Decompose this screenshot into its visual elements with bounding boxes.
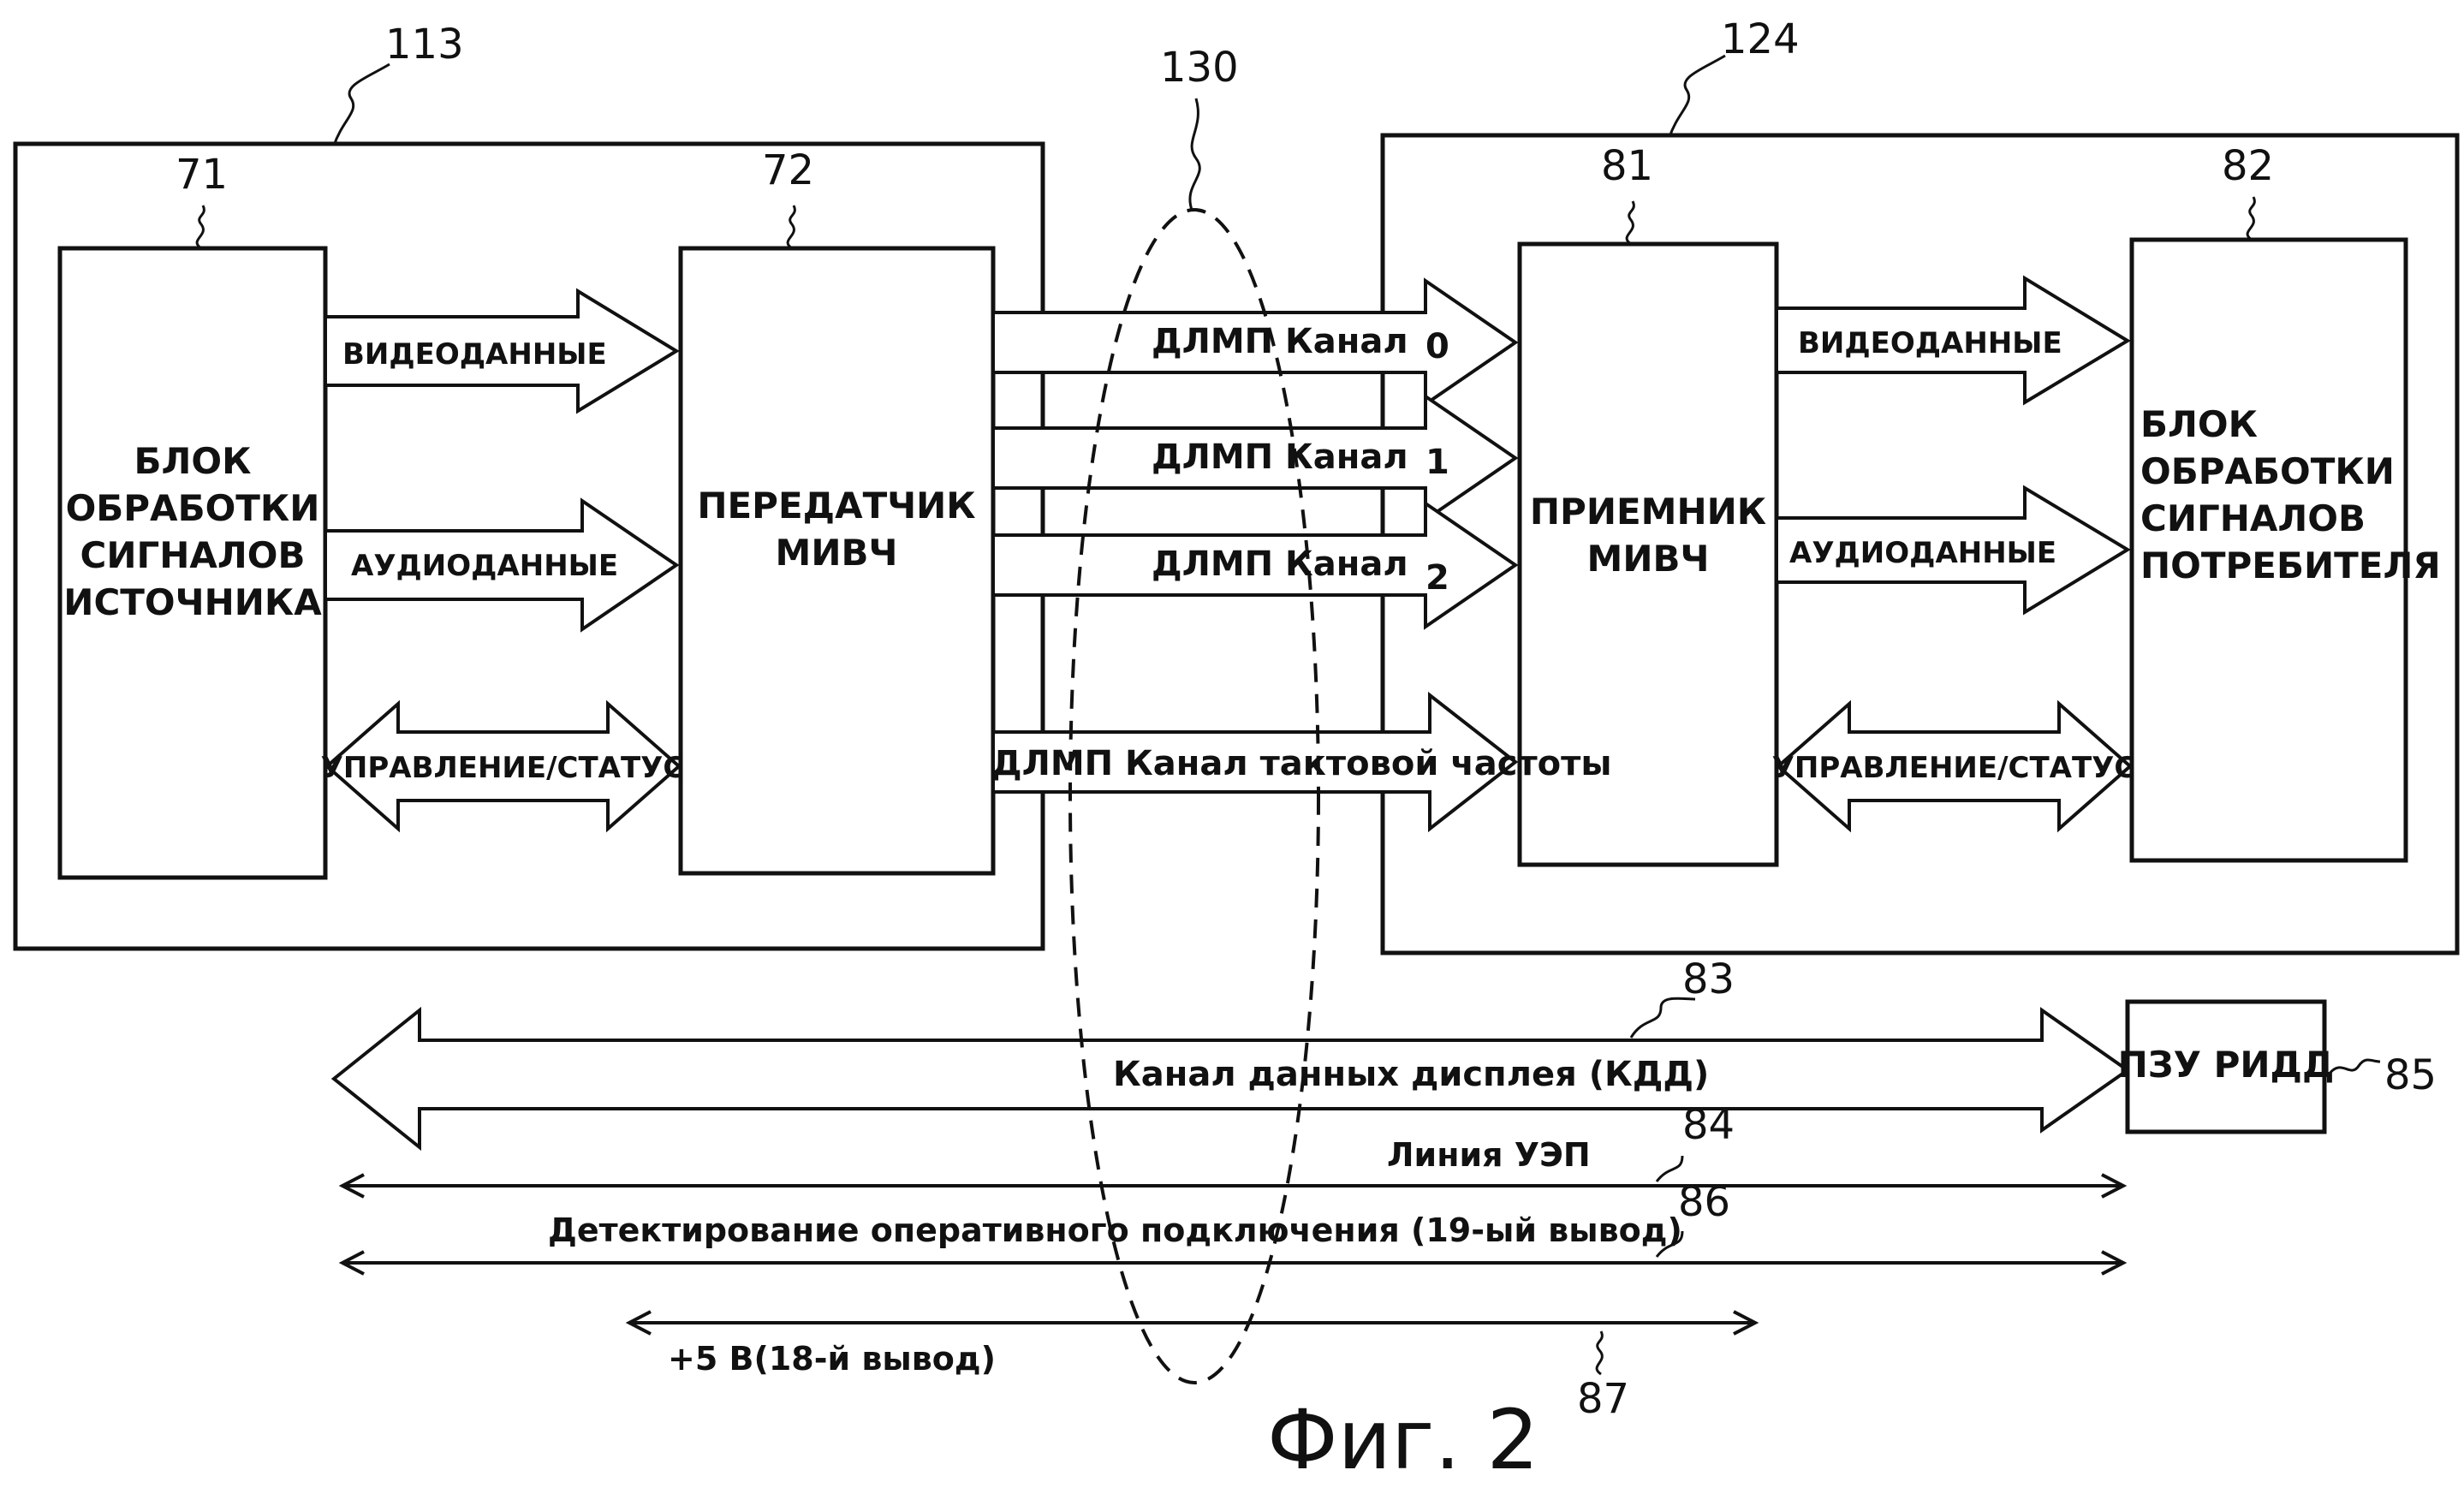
leader-85 bbox=[2327, 1058, 2381, 1075]
leader-83 bbox=[1629, 997, 1696, 1039]
cec-label: Линия УЭП bbox=[1387, 1136, 1591, 1174]
tmds-channel-2-label: ДЛМП Канал bbox=[1152, 545, 1408, 584]
sink-control-arrow bbox=[1775, 699, 2134, 833]
source-block-line-4: ИСТОЧНИКА bbox=[63, 581, 322, 623]
tmds-channel-1-label: ДЛМП Канал bbox=[1152, 437, 1408, 477]
source-control-arrow bbox=[324, 699, 682, 833]
source-block-line-2: ОБРАБОТКИ bbox=[66, 487, 320, 529]
tmds-clock-channel-label: ДЛМП Канал тактовой частоты bbox=[991, 744, 1612, 783]
leader-71 bbox=[195, 205, 205, 250]
source-audio-arrow bbox=[324, 497, 680, 633]
ref-cec: 84 bbox=[1682, 1101, 1735, 1149]
tmds-channel-0-label: ДЛМП Канал bbox=[1152, 322, 1408, 361]
receiver-line-1: ПРИЕМНИК bbox=[1530, 491, 1766, 533]
tmds-channel-2-num: 2 bbox=[1425, 558, 1449, 598]
ref-receiver: 81 bbox=[1601, 142, 1653, 190]
sink-processing-block bbox=[2129, 237, 2408, 863]
source-processing-block bbox=[57, 246, 328, 880]
edid-rom-label: ПЗУ РИДД bbox=[2118, 1044, 2335, 1086]
ddc-bus-label: Канал данных дисплея (КДД) bbox=[1113, 1055, 1709, 1094]
leader-82 bbox=[2246, 196, 2256, 241]
tmds-channel-0-arrow bbox=[991, 277, 1519, 408]
ref-transmitter: 72 bbox=[762, 146, 814, 194]
sink-block-line-4: ПОТРЕБИТЕЛЯ bbox=[2140, 545, 2441, 586]
power-right-head bbox=[1733, 1310, 1759, 1336]
ref-ddc: 83 bbox=[1682, 955, 1735, 1003]
sink-control-label: УПРАВЛЕНИЕ/СТАТУС bbox=[1772, 751, 2136, 785]
cec-right-head bbox=[2101, 1173, 2128, 1199]
ref-sink-device: 124 bbox=[1721, 15, 1800, 63]
sink-video-label: ВИДЕОДАННЫЕ bbox=[1798, 326, 2062, 360]
hpd-right-head bbox=[2101, 1250, 2128, 1276]
power-left-head bbox=[625, 1310, 652, 1336]
sink-video-arrow bbox=[1775, 275, 2131, 406]
receiver-block bbox=[1517, 241, 1779, 867]
sink-block-line-3: СИГНАЛОВ bbox=[2140, 497, 2366, 539]
receiver-line-2: МИВЧ bbox=[1587, 538, 1710, 580]
transmitter-line-2: МИВЧ bbox=[776, 532, 898, 574]
tmds-channel-1-arrow bbox=[991, 393, 1519, 523]
source-block-line-3: СИГНАЛОВ bbox=[80, 534, 306, 576]
sink-audio-label: АУДИОДАННЫЕ bbox=[1789, 536, 2056, 570]
leader-84 bbox=[1655, 1155, 1684, 1182]
source-video-arrow bbox=[324, 288, 680, 414]
source-audio-label: АУДИОДАННЫЕ bbox=[351, 549, 618, 583]
ref-source-block: 71 bbox=[176, 151, 228, 199]
leader-113 bbox=[332, 62, 390, 146]
source-block-line-1: БЛОК bbox=[134, 440, 252, 482]
sink-block-line-2: ОБРАБОТКИ bbox=[2140, 450, 2395, 492]
tmds-channel-0-num: 0 bbox=[1425, 327, 1449, 366]
ref-source-device: 113 bbox=[385, 21, 464, 68]
tmds-clock-channel-arrow bbox=[991, 691, 1519, 833]
cec-left-head bbox=[338, 1173, 365, 1199]
edid-rom-block bbox=[2125, 999, 2327, 1134]
ref-cable: 130 bbox=[1160, 44, 1239, 92]
ref-power: 87 bbox=[1577, 1375, 1629, 1423]
ref-sink-block: 82 bbox=[2222, 142, 2274, 190]
leader-130 bbox=[1188, 98, 1201, 211]
transmitter-line-1: ПЕРЕДАТЧИК bbox=[697, 485, 975, 527]
leader-86 bbox=[1655, 1230, 1684, 1258]
tmds-channel-2-arrow bbox=[991, 500, 1519, 630]
leader-87 bbox=[1595, 1330, 1604, 1376]
ref-hpd: 86 bbox=[1678, 1178, 1730, 1226]
power-label: +5 В(18-й вывод) bbox=[668, 1340, 996, 1378]
cable-boundary bbox=[1068, 208, 1320, 1384]
leader-72 bbox=[786, 205, 796, 250]
leader-81 bbox=[1625, 200, 1635, 246]
source-control-label: УПРАВЛЕНИЕ/СТАТУС bbox=[321, 751, 685, 785]
tmds-channel-1-num: 1 bbox=[1425, 443, 1449, 482]
sink-block-line-1: БЛОК bbox=[2140, 403, 2258, 445]
ref-edid-rom: 85 bbox=[2384, 1051, 2437, 1099]
sink-audio-arrow bbox=[1775, 485, 2131, 616]
source-video-label: ВИДЕОДАННЫЕ bbox=[342, 337, 607, 372]
transmitter-block bbox=[678, 246, 996, 876]
figure-caption: Фиг. 2 bbox=[1267, 1392, 1539, 1488]
hpd-left-head bbox=[338, 1250, 365, 1276]
leader-124 bbox=[1668, 54, 1726, 138]
